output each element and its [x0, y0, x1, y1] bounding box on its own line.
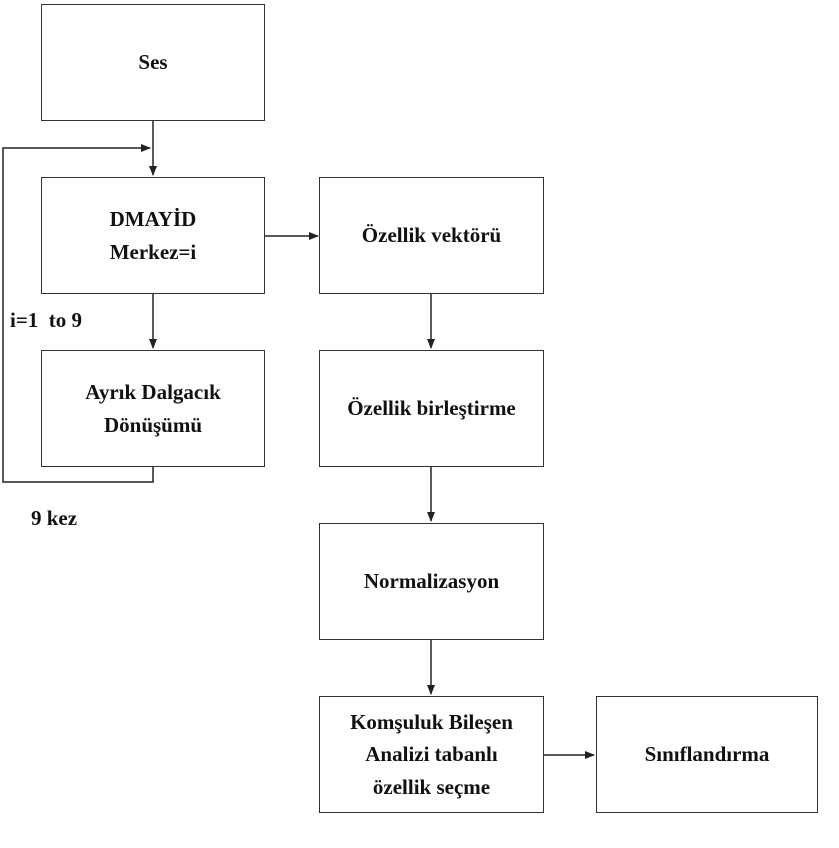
node-dmayid-line-1: DMAYİD [110, 203, 197, 236]
loop-range-label: i=1 to 9 [10, 308, 82, 333]
node-ayrik-line-1: Ayrık Dalgacık [85, 376, 221, 409]
node-ses: Ses [41, 4, 265, 121]
node-ayrik-line-2: Dönüşümü [85, 409, 221, 442]
node-siniflandirma: Sınıflandırma [596, 696, 818, 813]
loop-count-label: 9 kez [31, 506, 77, 531]
node-komsuluk-line-1: Komşuluk Bileşen [350, 706, 513, 739]
node-dmayid-line-2: Merkez=i [110, 236, 197, 269]
node-komsuluk: Komşuluk Bileşen Analizi tabanlı özellik… [319, 696, 544, 813]
node-ozellik-vektoru-text: Özellik vektörü [362, 219, 501, 252]
node-normalizasyon: Normalizasyon [319, 523, 544, 640]
node-ozellik-birlestirme: Özellik birleştirme [319, 350, 544, 467]
node-siniflandirma-text: Sınıflandırma [645, 738, 770, 771]
node-normalizasyon-text: Normalizasyon [364, 565, 499, 598]
node-ayrik-dalgacik: Ayrık Dalgacık Dönüşümü [41, 350, 265, 467]
node-dmayid: DMAYİD Merkez=i [41, 177, 265, 294]
node-komsuluk-line-2: Analizi tabanlı [350, 738, 513, 771]
node-komsuluk-line-3: özellik seçme [350, 771, 513, 804]
node-ses-text: Ses [138, 46, 167, 79]
node-ozellik-birlestirme-text: Özellik birleştirme [347, 392, 516, 425]
node-ozellik-vektoru: Özellik vektörü [319, 177, 544, 294]
